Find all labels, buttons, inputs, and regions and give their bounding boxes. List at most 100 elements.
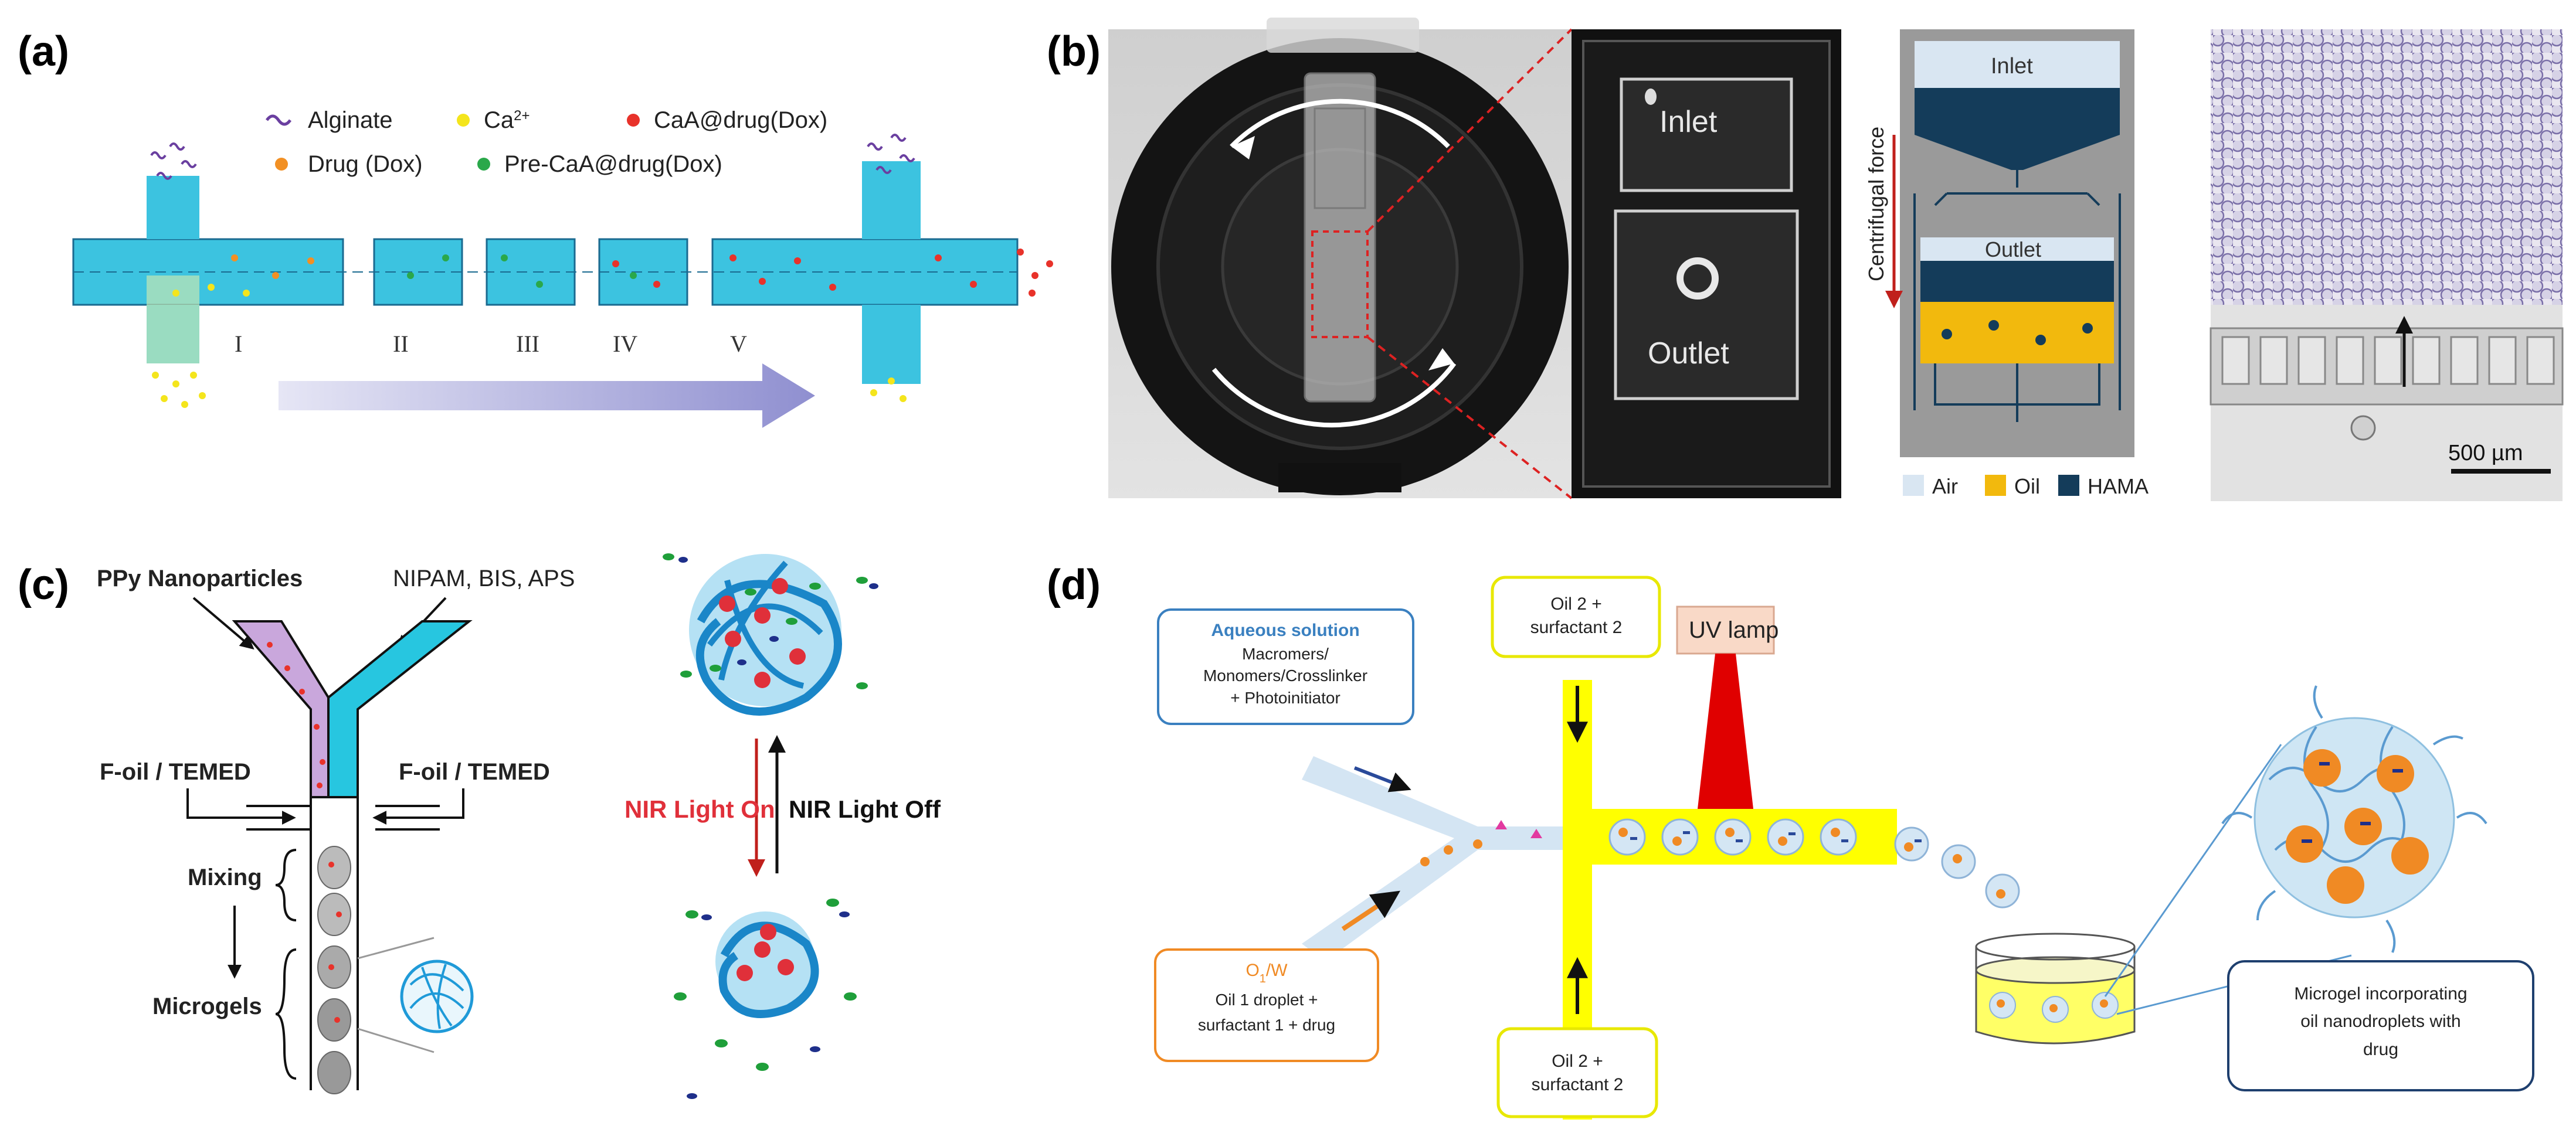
disc-lid-hinge	[1267, 18, 1419, 53]
panel-c: (c) PPy Nanoparticles NIPAM, BIS, APS F-…	[18, 553, 941, 1099]
microgel-zoom	[400, 960, 474, 1033]
panel-a-legend: Alginate Ca2+ CaA@drug(Dox) Drug (Dox) P…	[265, 107, 827, 177]
alginate-strands	[150, 134, 915, 180]
pre-caa-particles	[407, 254, 637, 288]
channel-inlet-top	[147, 176, 199, 239]
oil2-top-box	[1491, 576, 1661, 658]
legend-hama: HAMA	[2088, 474, 2149, 498]
legend-pre-caa: Pre-CaA@drug(Dox)	[504, 151, 722, 177]
microgel-collapsed	[715, 911, 819, 1018]
oil2-top-line2: surfactant 2	[1530, 618, 1623, 637]
microgel-line1: Microgel incorporating	[2294, 984, 2467, 1003]
outlet-port	[1676, 257, 1719, 300]
uv-lamp-label: UV lamp	[1689, 617, 1779, 643]
nir-on-label: NIR Light On	[625, 795, 775, 823]
microgel-droplets	[317, 846, 351, 1094]
microgels-label: Microgels	[152, 994, 262, 1019]
schematic-oil-region	[1920, 302, 2114, 363]
zoom-line-top	[1366, 28, 1573, 233]
microgel-label-box	[2227, 960, 2534, 1091]
panel-d: (d)	[1047, 562, 2534, 1120]
ppy-label: PPy Nanoparticles	[97, 566, 303, 591]
uv-lamp-box	[1676, 605, 1775, 655]
foil-right-label: F-oil / TEMED	[399, 759, 550, 785]
stage-labels: I II III IV V	[235, 331, 747, 357]
foil-left-label: F-oil / TEMED	[100, 759, 251, 785]
stage-label-5: V	[730, 331, 747, 357]
scale-bar	[2451, 469, 2551, 474]
caa-drug-legend-icon	[627, 114, 640, 127]
released-drug-top	[663, 553, 878, 689]
aqueous-line2: Monomers/Crosslinker	[1203, 666, 1367, 685]
uv-beam	[1698, 654, 1753, 809]
droplet-train	[1608, 818, 2020, 909]
aqueous-line3: + Photoinitiator	[1230, 689, 1340, 707]
ow-emulsion-box	[1154, 948, 1379, 1062]
legend-hama-swatch	[2058, 475, 2079, 496]
zoom-line-bottom	[1366, 336, 1573, 499]
oil2-bottom-line1: Oil 2 +	[1552, 1052, 1603, 1071]
outlet-channel	[310, 797, 359, 1090]
chip-highlight-box	[1311, 230, 1369, 338]
panel-d-letter: (d)	[1047, 562, 1101, 608]
collection-dish	[1975, 933, 2136, 1045]
rotation-arrow-bottom	[1211, 362, 1457, 428]
pre-caa-legend-icon	[477, 158, 490, 171]
microgel-large	[2221, 685, 2487, 953]
ow-line1: Oil 1 droplet +	[1215, 991, 1318, 1009]
panel-a: (a) Alginate Ca2+ CaA@drug(Dox) Drug (Do…	[18, 28, 1053, 428]
stage-label-1: I	[235, 331, 242, 357]
micrograph-droplet-array	[2211, 29, 2563, 305]
chip-outlet-chamber	[1614, 209, 1799, 400]
panel-a-channel	[72, 134, 1053, 408]
drug-particles	[231, 254, 314, 279]
ow-title: O1/W	[1245, 961, 1288, 985]
schematic-outlet-label: Outlet	[1985, 237, 2041, 261]
nipam-label: NIPAM, BIS, APS	[393, 566, 575, 591]
released-drug-bottom	[674, 899, 857, 1099]
chip-inlet-label: Inlet	[1659, 105, 1718, 139]
schematic-inlet-label: Inlet	[1991, 54, 2033, 79]
channel-segment-3	[486, 238, 576, 306]
aqueous-channel	[1302, 756, 1572, 961]
channel-outlet-bottom	[862, 305, 921, 384]
caa-drug-particles	[612, 249, 1053, 297]
scale-bar-label: 500 µm	[2448, 441, 2523, 465]
microgel-line3: drug	[2363, 1040, 2398, 1059]
oil2-top-line1: Oil 2 +	[1550, 594, 1602, 614]
stage-label-2: II	[393, 331, 409, 357]
legend-oil: Oil	[2014, 474, 2040, 498]
nir-off-label: NIR Light Off	[789, 795, 941, 823]
ca-stream	[147, 275, 199, 363]
stage-label-3: III	[516, 331, 539, 357]
aqueous-title: Aqueous solution	[1211, 621, 1359, 640]
legend-air: Air	[1932, 474, 1958, 498]
legend-air-swatch	[1903, 475, 1924, 496]
panel-a-letter: (a)	[18, 28, 69, 75]
panel-b: (b) Inlet Outlet Inlet	[1047, 18, 2564, 501]
oil2-bottom-box	[1496, 1027, 1658, 1118]
channel-outlet-top	[862, 161, 921, 239]
chip-outlet-label: Outlet	[1648, 336, 1729, 370]
schematic-hama-region	[1915, 88, 2120, 135]
schematic-air-region	[1915, 41, 2120, 88]
legend-drug: Drug (Dox)	[308, 151, 423, 177]
stage-label-4: IV	[613, 331, 637, 357]
legend-caa-drug: CaA@drug(Dox)	[654, 107, 827, 133]
mixing-label: Mixing	[188, 865, 262, 890]
drug-legend-icon	[275, 158, 288, 171]
aqueous-solution-box	[1157, 608, 1414, 725]
ca-legend-icon	[457, 114, 470, 127]
ca-particles	[152, 284, 907, 408]
legend-ca: Ca2+	[484, 107, 530, 133]
centrifugal-force-label: Centrifugal force	[1864, 127, 1888, 281]
chip-holder	[1304, 72, 1376, 403]
panel-c-letter: (c)	[18, 562, 69, 608]
ow-line2: surfactant 1 + drug	[1198, 1016, 1335, 1034]
microgel-line2: oil nanodroplets with	[2300, 1012, 2461, 1031]
legend-alginate: Alginate	[308, 107, 393, 133]
alginate-legend-icon	[265, 114, 292, 126]
process-arrow	[279, 363, 815, 428]
rotation-arrow-top	[1230, 98, 1450, 148]
